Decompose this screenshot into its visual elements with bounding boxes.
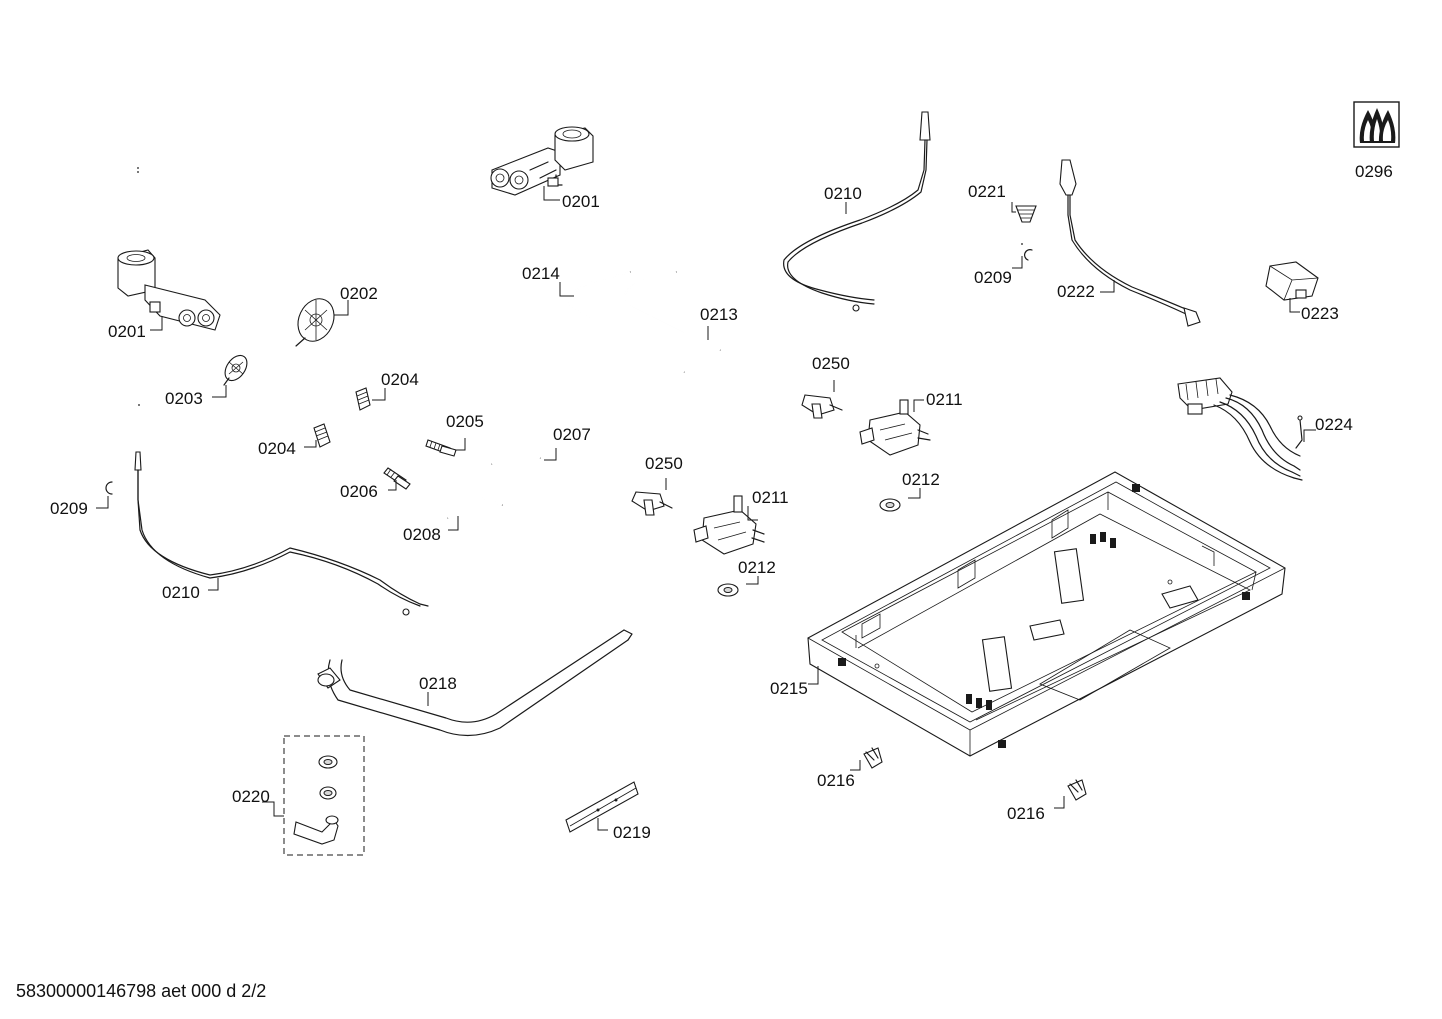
- dot-mark: [137, 171, 139, 173]
- leader-0211b: [747, 506, 758, 521]
- leader-0206: [388, 480, 397, 491]
- part-0204-nozzle-b: [313, 423, 331, 448]
- label-0211b: 0211: [752, 488, 789, 507]
- leader-0201b: [150, 316, 163, 331]
- label-0206: 0206: [340, 482, 378, 501]
- leader-0221: [1011, 202, 1016, 213]
- label-0224: 0224: [1315, 415, 1353, 434]
- label-0222: 0222: [1057, 282, 1095, 301]
- part-0210-thermocouple-right: [783, 111, 931, 312]
- part-0209-clip-a: [105, 481, 113, 495]
- dot-mark: [1021, 243, 1023, 245]
- label-0204a: 0204: [381, 370, 419, 389]
- part-0213-pipe: [623, 271, 721, 351]
- leader-0204b: [304, 440, 317, 448]
- part-0209-clip-b: [1024, 249, 1033, 261]
- dot-mark: [137, 167, 139, 169]
- leader-0207: [544, 448, 557, 461]
- label-0209b: 0209: [974, 268, 1012, 287]
- leader-0216b: [1054, 796, 1065, 809]
- part-0296-gas-flame-symbol: [1353, 101, 1400, 148]
- leader-0224: [1303, 429, 1316, 442]
- part-0211-gas-tap-lower: [693, 495, 765, 555]
- label-0208: 0208: [403, 525, 441, 544]
- label-0201a: 0201: [562, 192, 600, 211]
- document-reference-footer: 58300000146798 aet 000 d 2/2: [16, 981, 267, 1001]
- label-0210a: 0210: [162, 583, 200, 602]
- label-0204b: 0204: [258, 439, 296, 458]
- part-0216-clamp-a: [863, 747, 883, 769]
- part-0221-cone: [1015, 205, 1037, 223]
- leader-0202: [334, 300, 349, 316]
- part-0208-pipe: [447, 494, 503, 519]
- leader-0220: [262, 801, 284, 817]
- part-0204-nozzle-a: [355, 387, 371, 411]
- part-0215-base-tray: [807, 471, 1286, 757]
- part-0220-connector-kit: [283, 735, 365, 856]
- leader-0214: [559, 282, 574, 297]
- leader-0211a: [913, 399, 924, 412]
- part-0214-pipe: [568, 271, 685, 373]
- label-0215: 0215: [770, 679, 808, 698]
- label-0207: 0207: [553, 425, 591, 444]
- label-0219: 0219: [613, 823, 651, 842]
- leader-0216a: [850, 760, 861, 771]
- label-0201b: 0201: [108, 322, 146, 341]
- leader-0209b: [1012, 256, 1023, 269]
- label-0218: 0218: [419, 674, 457, 693]
- label-0213: 0213: [700, 305, 738, 324]
- label-0212a: 0212: [902, 470, 940, 489]
- label-0250b: 0250: [645, 454, 683, 473]
- leader-0210a: [208, 578, 219, 591]
- part-0211-gas-tap-upper: [859, 399, 931, 456]
- part-0210-thermocouple-left: [134, 451, 429, 616]
- label-0211a: 0211: [926, 390, 963, 409]
- label-0296: 0296: [1355, 162, 1393, 181]
- label-0250a: 0250: [812, 354, 850, 373]
- leader-0209a: [96, 496, 109, 509]
- leader-0222: [1100, 280, 1115, 293]
- leader-0204a: [372, 388, 386, 401]
- label-0216a: 0216: [817, 771, 855, 790]
- part-0223-spark-module: [1265, 261, 1319, 301]
- part-0222-thermocouple: [1059, 159, 1201, 327]
- leader-0219: [597, 818, 608, 831]
- part-0224-wiring-harness: [1177, 377, 1303, 481]
- label-0214: 0214: [522, 264, 560, 283]
- leader-0223: [1289, 298, 1300, 313]
- leader-0212b: [746, 576, 759, 585]
- part-0202-seal: [295, 298, 335, 347]
- part-0212-washer-upper: [879, 498, 901, 512]
- leader-0201a: [543, 186, 560, 201]
- leader-0215: [808, 666, 819, 685]
- part-0250-electrode-lower: [631, 491, 673, 516]
- part-0216-clamp-b: [1067, 779, 1087, 801]
- dot-mark: [138, 404, 140, 406]
- label-0212b: 0212: [738, 558, 776, 577]
- part-0206-pin: [383, 467, 411, 490]
- leader-0208: [448, 516, 459, 531]
- label-0223: 0223: [1301, 304, 1339, 323]
- label-0202: 0202: [340, 284, 378, 303]
- label-0221: 0221: [968, 182, 1006, 201]
- leader-0203: [212, 385, 227, 398]
- part-0201-valve-body-top: [490, 126, 594, 196]
- part-0203-seal: [223, 354, 248, 386]
- label-0209a: 0209: [50, 499, 88, 518]
- part-0205-pin: [425, 439, 457, 457]
- part-0207-pipe: [491, 450, 541, 465]
- part-0212-washer-lower: [717, 583, 739, 597]
- label-0203: 0203: [165, 389, 203, 408]
- part-0201-valve-body-left: [117, 249, 221, 331]
- leader-0205: [455, 438, 466, 451]
- part-0218-gas-manifold-pipe: [317, 629, 633, 737]
- label-0205: 0205: [446, 412, 484, 431]
- label-0216b: 0216: [1007, 804, 1045, 823]
- part-0219-mounting-strip: [565, 781, 639, 833]
- leader-0212a: [908, 488, 921, 499]
- part-0250-electrode-upper: [801, 394, 843, 419]
- label-0210b: 0210: [824, 184, 862, 203]
- label-0220: 0220: [232, 787, 270, 806]
